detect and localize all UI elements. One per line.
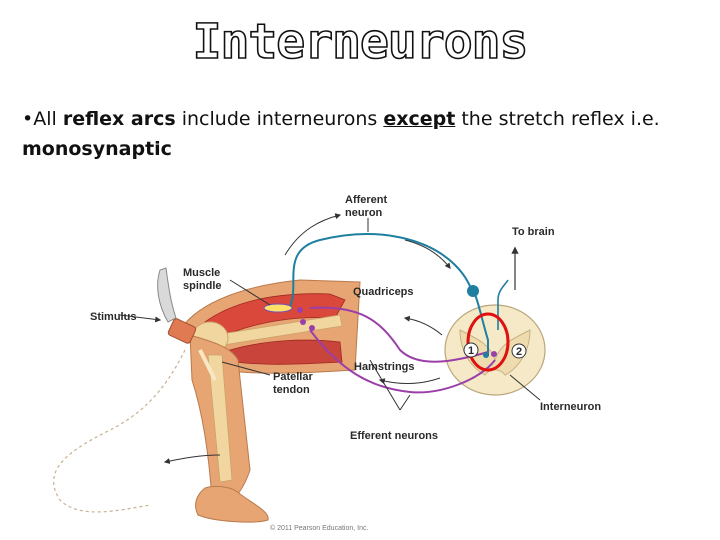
except-term: except [383,108,456,130]
marker-2: 2 [516,346,522,358]
arrow-afferent [284,213,342,256]
muscle-spindle [263,303,293,313]
foot [195,485,269,523]
label-muscle-spindle-2: spindle [183,280,222,292]
arrow-stimulus [119,314,162,323]
marker-2-circle [511,343,527,359]
label-afferent-2: neuron [345,207,383,219]
label-patellar-2: tendon [273,384,310,396]
label-interneuron: Interneuron [540,401,601,413]
arrow-interneuron-pointer [509,374,541,401]
monosynaptic-term: monosynaptic [22,138,172,160]
spinal-cord-section [444,304,546,396]
arrow-quadriceps [403,315,443,336]
leader-efferent [369,359,411,411]
leader-patellar [221,361,271,376]
synapse-dot [491,351,497,357]
slide-title: Interneurons [192,13,529,71]
label-afferent-1: Afferent [345,194,388,206]
hamstring-muscle [229,339,343,365]
arrow-afferent-2 [404,239,451,269]
to-brain-fiber [497,279,509,330]
marker-1-circle [463,342,479,358]
bullet-part2: include interneurons [175,108,384,130]
tibia-bone [207,354,233,483]
synapse-dot [300,319,306,325]
label-quadriceps: Quadriceps [353,286,414,298]
label-hamstrings: Hamstrings [354,361,415,373]
copyright-text: © 2011 Pearson Education, Inc. [270,524,368,532]
synapse-dot [297,307,303,313]
synapse-dot [483,352,489,358]
synapse-dot [309,325,315,331]
label-muscle-spindle-1: Muscle [183,267,220,279]
afferent-neuron [289,233,489,356]
reflex-arcs-term: reflex arcs [62,108,176,130]
bullet-marker: • [22,108,34,130]
stimulus-path [53,349,186,513]
label-patellar-1: Patellar [273,371,313,383]
bullet-part3: the stretch reflex i.e. [455,108,660,130]
dorsal-root-ganglion [467,285,479,297]
efferent-neuron-quadriceps [309,306,489,363]
reflex-hammer-icon [157,267,197,344]
label-stimulus: Stimulus [90,311,136,323]
patellar-tendon [198,349,217,381]
bullet-part1: All [33,108,63,130]
highlight-circle [466,312,510,372]
marker-1: 1 [468,345,474,357]
label-to-brain: To brain [512,226,555,238]
bullet-text: •All reflex arcs include interneurons ex… [22,104,702,164]
label-efferent: Efferent neurons [350,430,438,442]
leader-muscle-spindle [229,279,271,306]
arrow-hamstrings [378,377,441,385]
arrow-return [163,454,221,465]
efferent-neuron-hamstrings [309,329,496,394]
